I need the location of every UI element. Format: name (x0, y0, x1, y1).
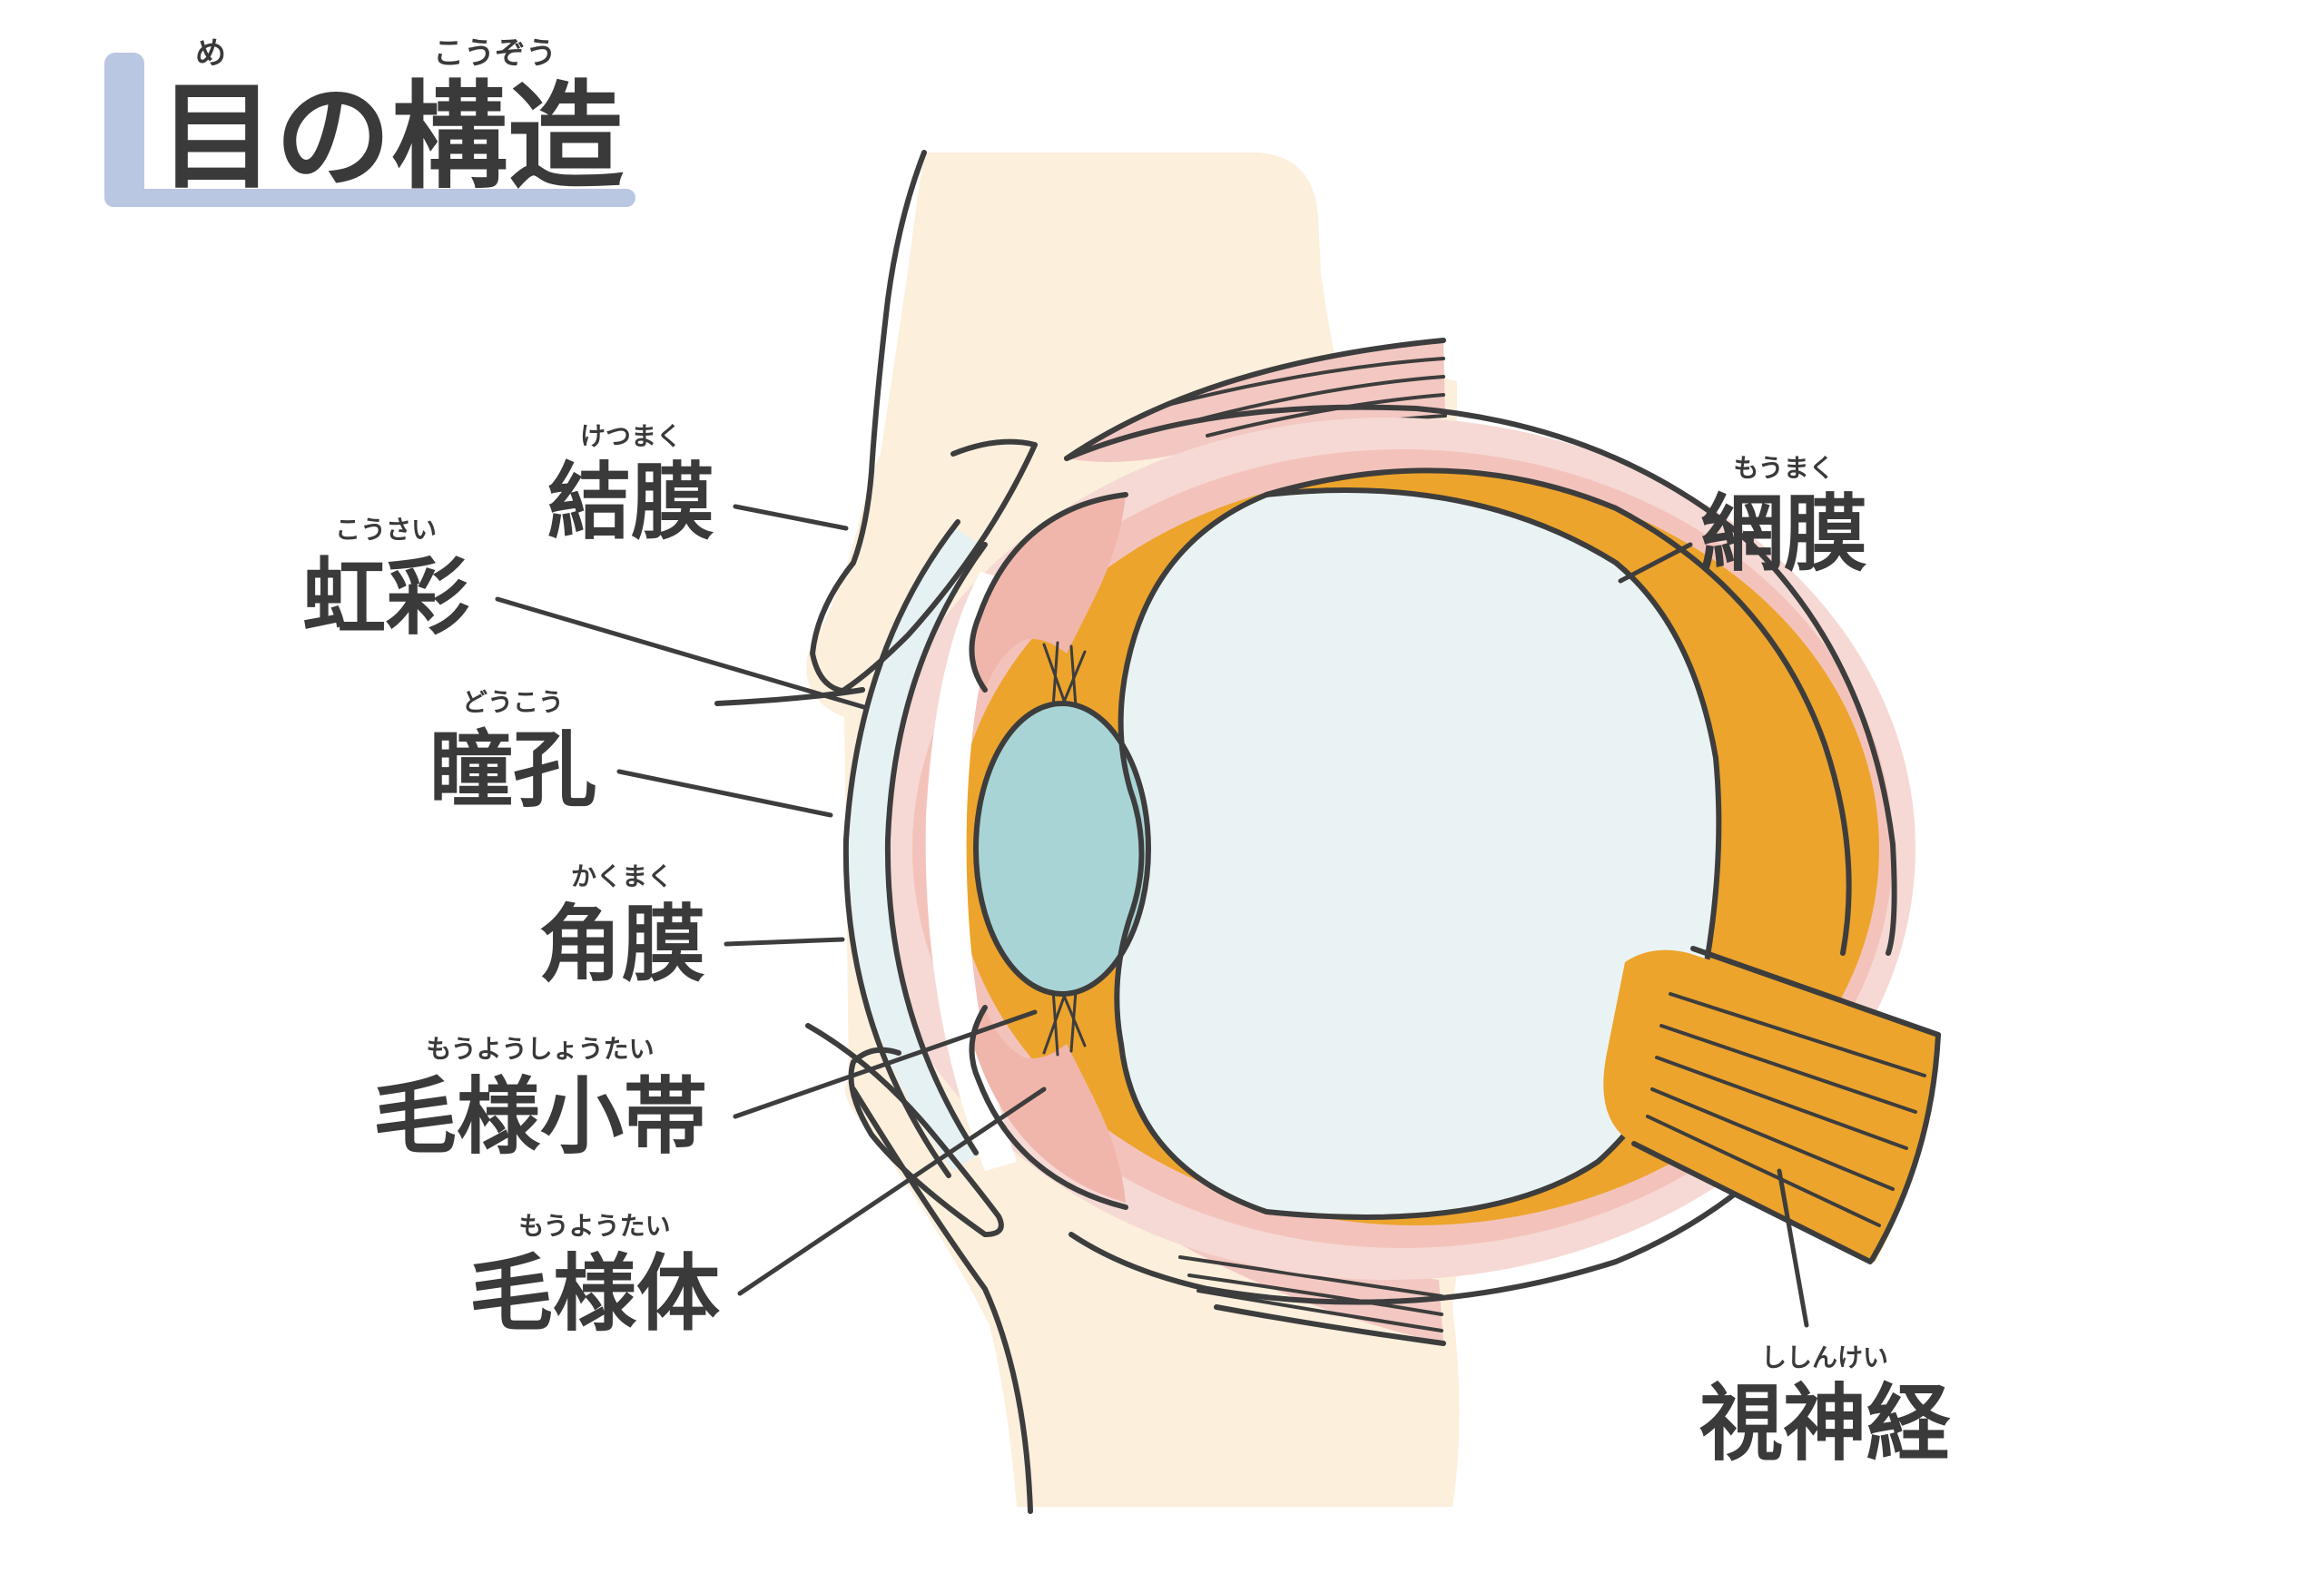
title-underline (104, 189, 635, 207)
lower-muscle-line-3 (1196, 1289, 1443, 1332)
leader-iris (495, 596, 870, 711)
cornea-outline-outer (842, 519, 960, 1178)
brow-outline (810, 150, 927, 694)
lower-muscle-line-4 (1214, 1304, 1446, 1346)
cheek-outline (851, 1087, 1033, 1514)
retina-outline (1264, 467, 1852, 956)
optic-nerve (1603, 946, 1941, 1264)
leader-ciliary-body (737, 1087, 1047, 1296)
reading-pupil: どうこう (462, 687, 564, 717)
title-ruby-me: め (195, 35, 226, 72)
vitreous-outline (1114, 487, 1722, 1220)
text-retina: 網膜 (1700, 486, 1867, 583)
reading-cornea: かくまく (571, 861, 673, 891)
upper-ciliary-outline (969, 492, 1128, 693)
lower-ciliary-body (972, 1008, 1126, 1203)
lower-muscle-line-1 (1178, 1255, 1443, 1298)
label-conjunctiva: けつまく 結膜 (547, 421, 714, 551)
label-iris: こうさい 虹彩 (302, 515, 469, 646)
title-ruby-kouzou: こうぞう (433, 35, 556, 72)
leader-lines (495, 504, 1809, 1328)
reading-iris: こうさい (335, 515, 437, 545)
text-cornea: 角膜 (538, 896, 705, 993)
reading-ciliary-body: もうようたい (518, 1211, 670, 1241)
lens-outline (973, 701, 1151, 997)
reading-optic-nerve: ししんけい (1761, 1342, 1888, 1372)
upper-lid (714, 687, 865, 706)
anterior-chamber (925, 572, 1017, 1171)
vitreous-body (1117, 490, 1719, 1217)
text-optic-nerve: 視神経 (1699, 1375, 1951, 1472)
label-zonule: もうようしょうたい 毛様小帯 (373, 1034, 707, 1165)
page-title: 目の構造 (159, 70, 624, 205)
optic-nerve-shape (1603, 949, 1938, 1262)
text-iris: 虹彩 (302, 549, 469, 646)
label-cornea: かくまく 角膜 (538, 861, 705, 993)
leader-retina (1618, 542, 1693, 584)
title-block: め こうぞう 目の構造 (104, 35, 635, 207)
leader-conjunctiva (733, 504, 849, 531)
reading-zonule: もうようしょうたい (426, 1034, 654, 1064)
upper-ciliary-body (972, 495, 1126, 690)
title-side-bar (104, 53, 144, 207)
text-ciliary-body: 毛様体 (469, 1245, 720, 1342)
label-retina: もうまく 網膜 (1700, 453, 1867, 583)
text-conjunctiva: 結膜 (547, 454, 714, 551)
lower-muscle (1171, 1239, 1446, 1346)
sclera-outline (1064, 404, 1897, 956)
zonule-top (1042, 641, 1087, 710)
leader-zonule (733, 1009, 1038, 1119)
upper-muscle-line-2 (1169, 357, 1445, 406)
optic-nerve-bottom (1631, 1141, 1873, 1264)
optic-nerve-top (1690, 946, 1941, 1037)
upper-lid-fold (842, 438, 1038, 693)
label-pupil: どうこう 瞳孔 (429, 687, 596, 819)
optic-nerve-end (1869, 1032, 1941, 1263)
reading-retina: もうまく (1733, 453, 1834, 483)
cornea-shape (848, 526, 980, 1171)
upper-muscle-shape (1067, 340, 1445, 462)
leader-cornea (724, 937, 845, 947)
zonule-bottom (1042, 988, 1087, 1057)
lower-muscle-line-2 (1187, 1273, 1443, 1316)
leader-pupil (616, 769, 833, 818)
text-pupil: 瞳孔 (429, 722, 596, 819)
leader-optic-nerve (1777, 1168, 1809, 1328)
lower-lid-fold (848, 1047, 988, 1237)
label-optic-nerve: ししんけい 視神経 (1699, 1342, 1951, 1472)
lower-ciliary-outline (969, 1005, 1128, 1210)
upper-muscle-line-1 (1064, 338, 1446, 461)
text-zonule: 毛様小帯 (373, 1068, 707, 1165)
lens (976, 703, 1148, 994)
label-ciliary-body: もうようたい 毛様体 (469, 1211, 720, 1342)
cornea-outline-inner (884, 542, 988, 1155)
reading-conjunctiva: けつまく (580, 421, 682, 451)
upper-muscle-line-3 (1187, 375, 1445, 424)
